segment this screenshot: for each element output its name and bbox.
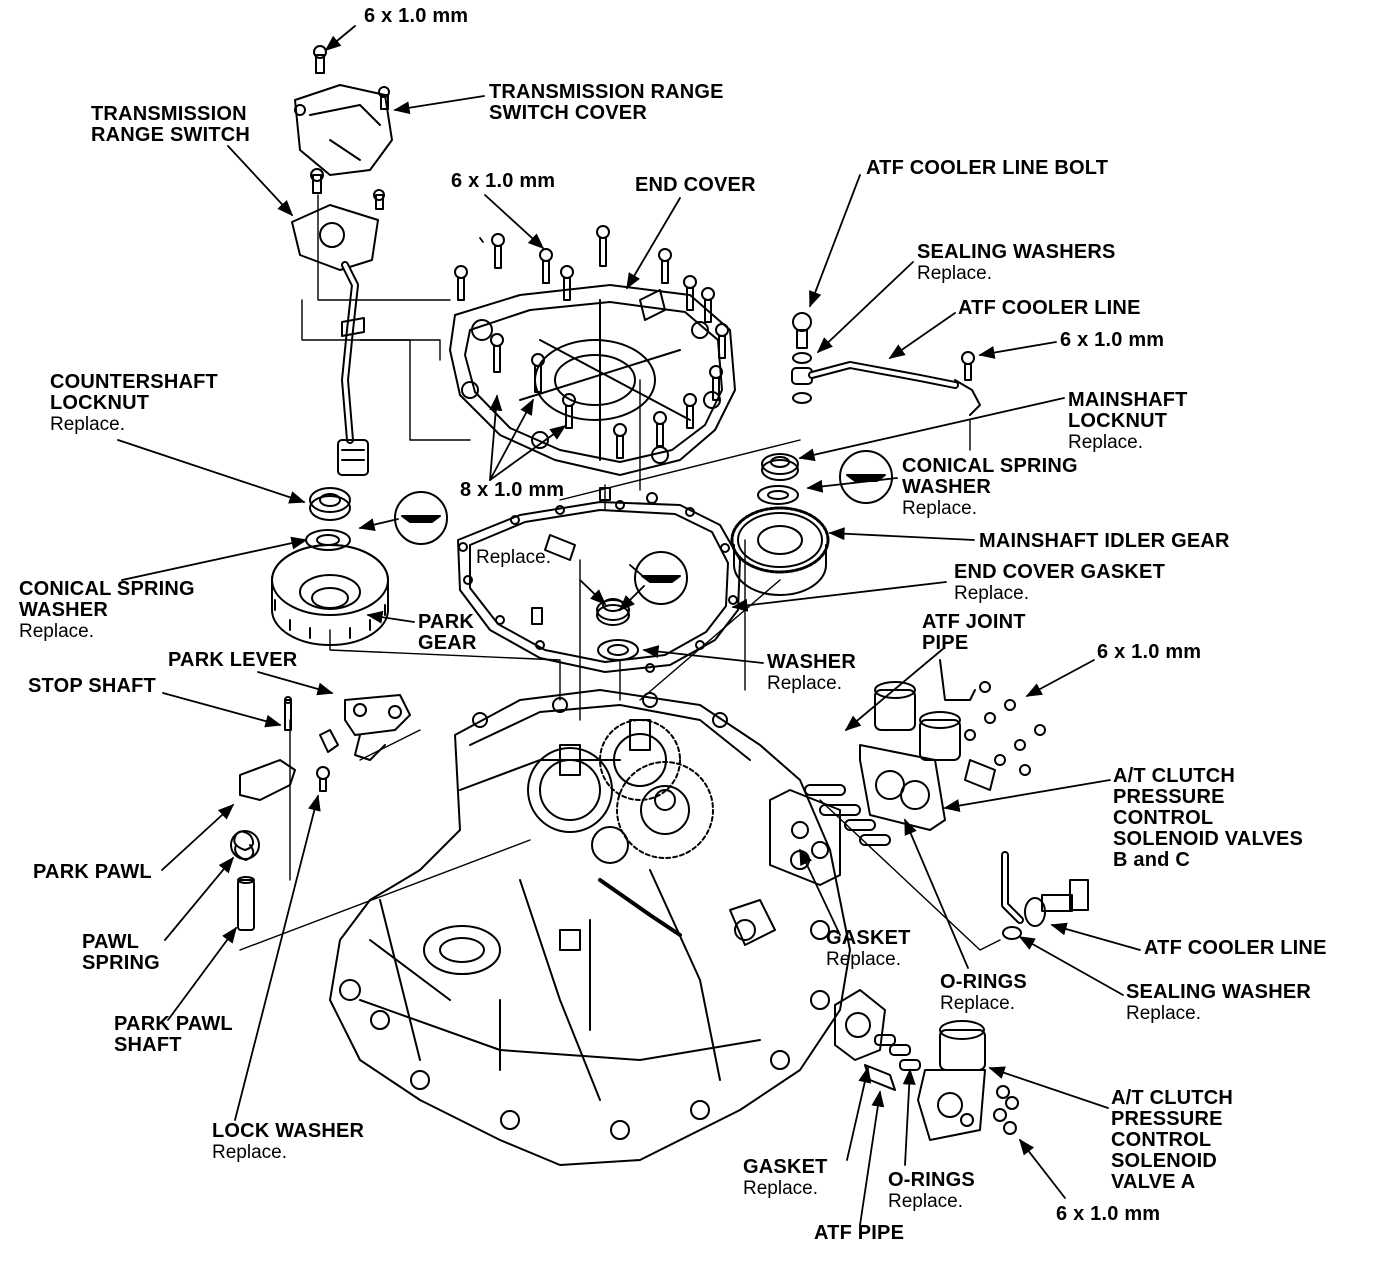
gasket-orings-bc	[769, 784, 891, 886]
solenoid-valve-a	[834, 989, 1019, 1141]
label-atf-joint-pipe: ATF JOINT PIPE	[922, 611, 1026, 654]
label-transmission-range-switch: TRANSMISSION RANGE SWITCH	[91, 103, 251, 146]
range-switch	[291, 168, 385, 476]
atf-cooler-line-lower	[1001, 851, 1089, 940]
label-park-pawl-shaft: PARK PAWL SHAFT	[114, 1013, 233, 1056]
label-atf-cooler-line-lower: ATF COOLER LINE	[1144, 937, 1327, 959]
conical-washer-badge-right	[839, 450, 893, 504]
leader-lines	[117, 25, 1141, 1226]
label-bolt-6x10-cooler-line: 6 x 1.0 mm	[1060, 329, 1165, 351]
atf-cooler-line-upper	[791, 312, 981, 416]
label-mainshaft-idler-gear: MAINSHAFT IDLER GEAR	[979, 530, 1230, 552]
label-bolt-6x10-end-cover: 6 x 1.0 mm	[451, 170, 556, 192]
label-pawl-spring: PAWL SPRING	[82, 931, 160, 974]
label-stop-shaft: STOP SHAFT	[28, 675, 156, 697]
park-gear-assembly	[271, 487, 389, 646]
end-cover-gasket	[457, 487, 741, 673]
label-bolt-6x10-top: 6 x 1.0 mm	[364, 5, 469, 27]
label-bolt-6x10-solenoid-bc: 6 x 1.0 mm	[1097, 641, 1202, 663]
center-locknut-washer	[596, 598, 639, 661]
mainshaft-idler-assembly	[730, 453, 830, 596]
solenoid-valves-bc	[859, 659, 1046, 831]
label-park-gear: PARK GEAR	[418, 611, 477, 654]
label-solenoid-valves-b-and-c: A/T CLUTCH PRESSURE CONTROL SOLENOID VAL…	[1113, 765, 1304, 871]
label-atf-cooler-line-top: ATF COOLER LINE	[958, 297, 1141, 319]
label-bolt-6x10-bottom: 6 x 1.0 mm	[1056, 1203, 1161, 1225]
transmission-case	[329, 689, 851, 1166]
label-solenoid-valve-a: A/T CLUTCH PRESSURE CONTROL SOLENOID VAL…	[1111, 1087, 1233, 1193]
label-gasket-replace-inner: Replace.	[476, 547, 551, 568]
park-mechanism	[230, 694, 411, 931]
label-atf-pipe: ATF PIPE	[814, 1222, 905, 1244]
range-switch-cover	[294, 45, 393, 176]
conical-washer-badge-left	[394, 491, 448, 545]
label-transmission-range-switch-cover: TRANSMISSION RANGE SWITCH COVER	[489, 81, 724, 124]
label-end-cover: END COVER	[635, 174, 756, 196]
end-cover-bolts	[454, 225, 729, 459]
conical-washer-badge-center	[634, 551, 688, 605]
label-park-lever: PARK LEVER	[168, 649, 298, 671]
label-park-pawl: PARK PAWL	[33, 861, 152, 883]
label-bolt-8x10: 8 x 1.0 mm	[460, 479, 565, 501]
case-gears	[527, 719, 714, 864]
label-atf-cooler-line-bolt: ATF COOLER LINE BOLT	[866, 157, 1109, 179]
